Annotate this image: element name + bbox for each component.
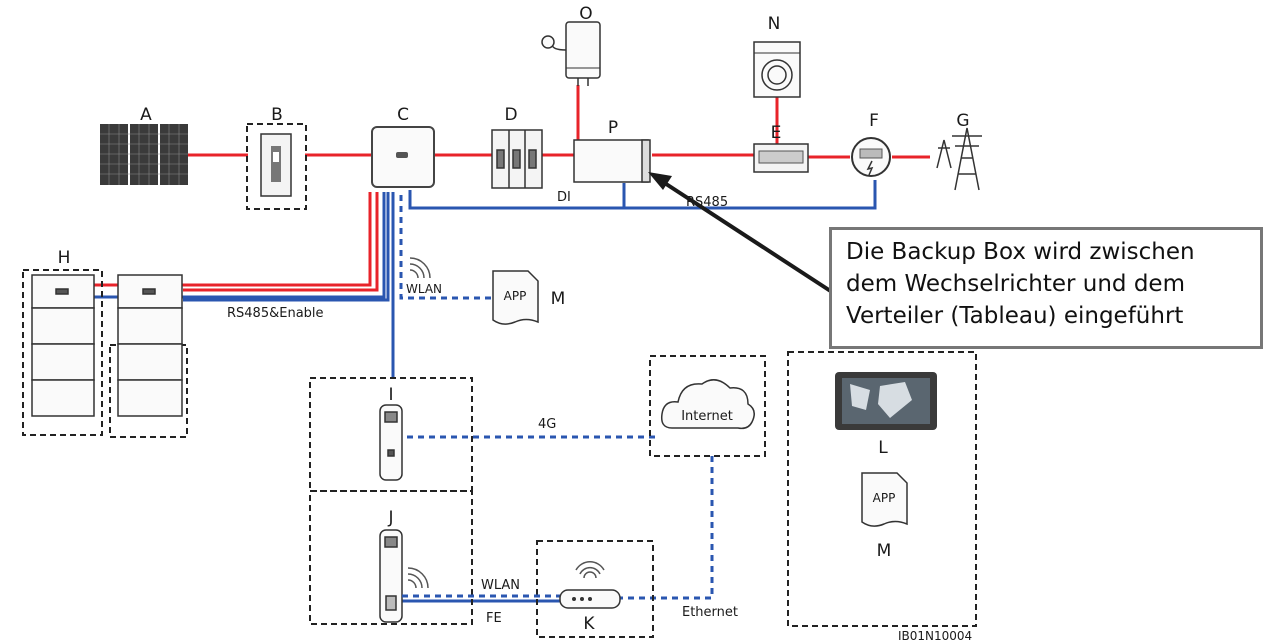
app-icon-2: APP: [861, 472, 908, 527]
line-wlan-app: [399, 195, 492, 300]
app-icon-text: APP: [504, 289, 527, 303]
box-h-left: [22, 269, 103, 436]
callout-line-1: Die Backup Box wird zwischen: [846, 239, 1195, 265]
label-m2: M: [877, 541, 892, 561]
wireless-lines: [399, 195, 714, 600]
breaker-icon: [491, 129, 543, 189]
conn-4g: 4G: [538, 417, 556, 432]
box-k: [536, 540, 654, 638]
label-a: A: [140, 105, 152, 125]
grid-tower-icon: [936, 127, 982, 191]
line-rs485: [410, 180, 877, 210]
pv-panels-icon: [100, 124, 188, 185]
label-b: B: [271, 105, 283, 125]
dongle-wlan-fe-icon: [379, 529, 403, 623]
backup-box-icon: [573, 139, 651, 183]
dongle-4g-icon: [379, 404, 403, 481]
conn-di: DI: [557, 190, 571, 205]
box-b: [246, 123, 307, 210]
label-g: G: [956, 111, 969, 131]
conn-wlan-dongle: WLAN: [481, 578, 520, 593]
label-e: E: [771, 123, 782, 143]
distribution-box-icon: [753, 143, 809, 173]
internet-text: Internet: [681, 409, 733, 424]
label-n: N: [768, 14, 781, 34]
conn-rs485-enable: RS485&Enable: [227, 306, 324, 321]
cloud-icon: Internet: [660, 379, 755, 430]
app-icon: APP: [492, 270, 539, 325]
figure-id: IB01N10004: [898, 629, 972, 643]
label-k: K: [583, 614, 595, 634]
battery-right-icon: [117, 274, 183, 417]
app-icon-2-text: APP: [873, 491, 896, 505]
label-m: M: [551, 289, 566, 309]
callout-arrow: [648, 172, 834, 294]
battery-left-icon: [31, 274, 95, 417]
box-l-m: [787, 351, 977, 627]
label-o: O: [579, 4, 592, 24]
callout-box: Die Backup Box wird zwischen dem Wechsel…: [829, 227, 1263, 349]
label-h: H: [58, 248, 71, 268]
dashed-boxes: [22, 123, 977, 638]
label-p: P: [608, 118, 618, 138]
line-rs485-enable-1: [92, 192, 386, 299]
label-c: C: [397, 105, 409, 125]
ac-lines: [92, 85, 930, 292]
line-ethernet: [620, 456, 714, 600]
line-inverter-to-battery-2: [183, 192, 379, 292]
callout-line-2: dem Wechselrichter und dem: [846, 271, 1185, 297]
conn-fe: FE: [486, 611, 502, 626]
conn-rs485: RS485: [686, 195, 728, 210]
wifi-icon-j: [407, 567, 429, 589]
water-heater-icon: [541, 21, 601, 86]
callout-line-3: Verteiler (Tableau) eingeführt: [846, 303, 1184, 329]
conn-wlan-app: WLAN: [406, 282, 442, 296]
inverter-icon: [371, 126, 435, 188]
label-j: J: [387, 508, 393, 528]
monitoring-screen-icon: [835, 372, 937, 430]
label-d: D: [504, 105, 517, 125]
label-i: I: [388, 385, 393, 405]
wifi-icon: [409, 257, 431, 279]
comm-lines: [92, 180, 877, 603]
router-icon: [559, 561, 621, 609]
washing-machine-icon: [753, 41, 801, 98]
line-inverter-to-battery-1: [92, 192, 372, 287]
label-l: L: [878, 438, 888, 458]
label-f: F: [869, 111, 879, 131]
connection-labels: DI RS485 RS485&Enable WLAN 4G WLAN FE Et…: [227, 190, 972, 643]
power-meter-icon: [851, 137, 891, 177]
box-internet: [649, 355, 766, 457]
dc-switch-icon: [260, 133, 292, 197]
box-h-right: [109, 344, 188, 438]
component-labels: A B C D E F G H I J K L M M N O P: [58, 4, 970, 634]
box-j: [309, 490, 473, 625]
line-rs485-enable-2: [183, 192, 390, 302]
conn-ethernet: Ethernet: [682, 605, 738, 620]
